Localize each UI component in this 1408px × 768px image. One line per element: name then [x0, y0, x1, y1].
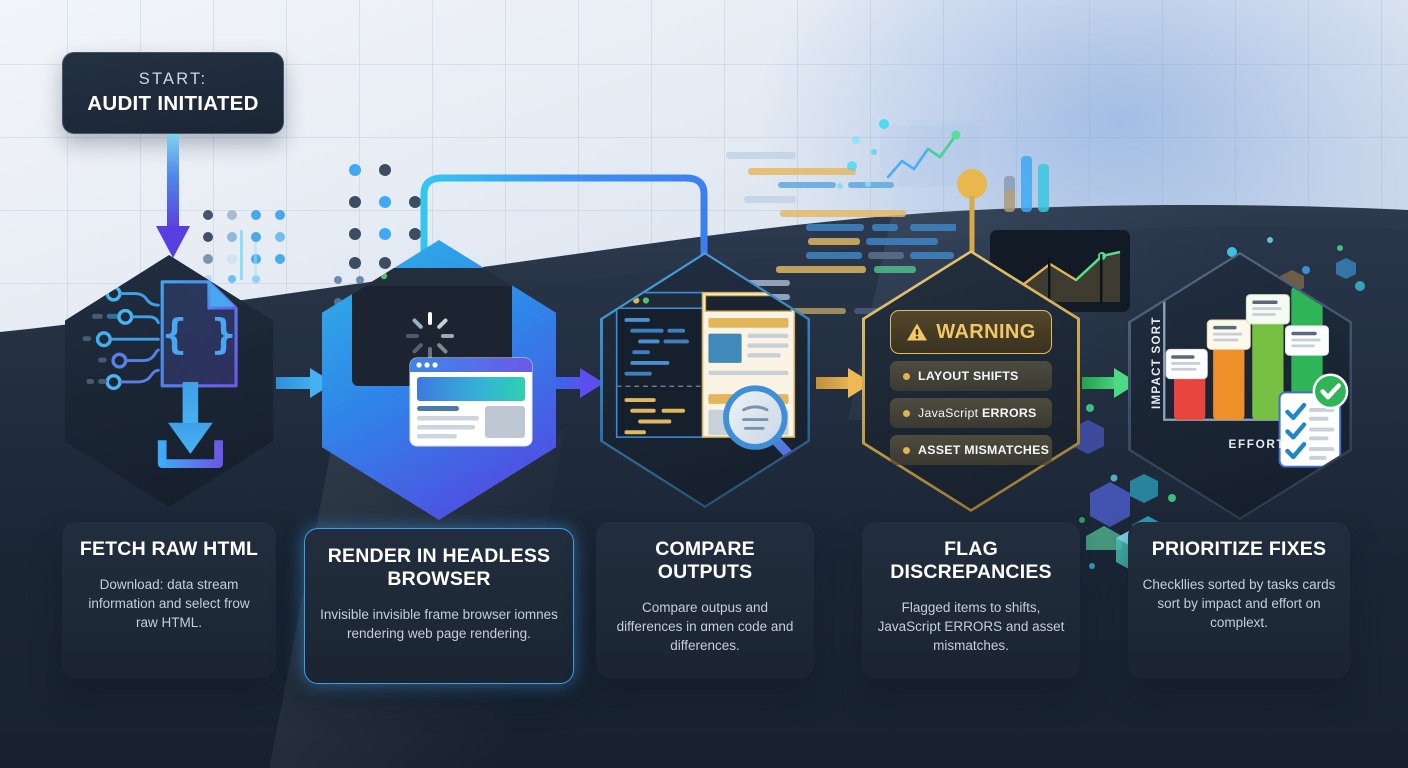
warning-item-asset-mismatches[interactable]: ASSET MISMATCHES	[890, 435, 1052, 465]
step-5-title: PRIORITIZE FIXES	[1151, 538, 1327, 560]
sparkle-cluster-icon	[837, 119, 889, 189]
step-1-description: Download: data stream information and se…	[88, 577, 250, 631]
headless-browser-loading-icon	[352, 268, 533, 447]
step-2-card[interactable]: RENDER IN HEADLESS BROWSER Invisible inv…	[304, 528, 574, 684]
impact-effort-bar-chart-icon	[1162, 286, 1348, 468]
step-3-description: Compare outpus and differences in ɑmen c…	[616, 600, 794, 654]
step-2-hexagon	[322, 240, 556, 520]
start-title-label: AUDIT INITIATED	[87, 92, 259, 115]
warning-item-layout-shifts[interactable]: LAYOUT SHIFTS	[890, 361, 1052, 391]
background-gold-pin-marker	[957, 169, 987, 288]
step-4-description: Flagged items to shifts, JavaScript ERRO…	[877, 600, 1065, 654]
process-bracket-path	[420, 174, 708, 284]
step-4-hexagon: WARNING LAYOUT SHIFTS JavaScript ERRORS …	[862, 250, 1080, 512]
code-document-download-icon: { }	[82, 280, 238, 468]
step-1-card[interactable]: FETCH RAW HTML Download: data stream inf…	[62, 522, 276, 678]
start-kicker-label: START:	[138, 70, 208, 88]
bullet-dot-icon	[903, 446, 910, 454]
step-4-title: FLAG DISCREPANCIES	[890, 538, 1052, 583]
step-1-hexagon: { }	[62, 252, 276, 510]
background-mini-bars	[1004, 156, 1049, 212]
impact-chart-y-axis-label: IMPACT SORT	[1150, 315, 1163, 409]
warning-item-label: JavaScript ERRORS	[918, 406, 1037, 420]
step-2-title: RENDER IN HEADLESS BROWSER	[327, 545, 551, 590]
dot-matrix-mid-icon	[349, 164, 421, 269]
arrow-step4-to-step5	[1082, 368, 1138, 398]
step-5-card[interactable]: PRIORITIZE FIXES Checkllies sorted by ta…	[1128, 522, 1350, 678]
step-3-title: COMPARE OUTPUTS	[655, 538, 755, 583]
step-5-description: Checkllies sorted by tasks cards sort by…	[1142, 577, 1336, 631]
vertical-light-streaks	[240, 230, 257, 280]
warning-header-label: WARNING	[936, 320, 1036, 343]
impact-chart-x-axis-label: EFFORT	[1228, 436, 1286, 451]
background-sparkline-card	[880, 125, 980, 187]
warning-item-label: LAYOUT SHIFTS	[918, 369, 1019, 383]
step-5-hexagon-face: IMPACT SORT EFFORT	[1130, 254, 1350, 518]
step-2-description: Invisible invisible frame browser iomnes…	[320, 607, 558, 642]
arrow-step2-to-step3	[546, 368, 604, 398]
warning-item-javascript-errors[interactable]: JavaScript ERRORS	[890, 398, 1052, 428]
step-3-hexagon	[600, 252, 810, 508]
start-badge: START: AUDIT INITIATED	[62, 52, 284, 134]
svg-text:{ }: { }	[162, 310, 236, 358]
step-1-hexagon-face: { }	[65, 255, 273, 507]
step-2-hexagon-face	[322, 240, 556, 520]
warning-panel: WARNING LAYOUT SHIFTS JavaScript ERRORS …	[890, 310, 1052, 465]
step-5-hexagon: IMPACT SORT EFFORT	[1128, 252, 1352, 520]
warning-item-label: ASSET MISMATCHES	[918, 443, 1050, 457]
split-diff-magnifier-icon	[615, 291, 803, 469]
arrow-step3-to-step4	[816, 368, 872, 398]
bullet-dot-icon	[903, 409, 910, 417]
warning-item-prefix: JavaScript	[918, 406, 983, 420]
warning-header: WARNING	[890, 310, 1052, 354]
step-3-card[interactable]: COMPARE OUTPUTS Compare outpus and diffe…	[596, 522, 814, 678]
bullet-dot-icon	[903, 372, 910, 380]
arrow-start-to-step1	[156, 134, 190, 258]
warning-item-emphasis: ERRORS	[982, 406, 1037, 420]
background-code-snippet-decor	[726, 152, 956, 314]
step-4-card[interactable]: FLAG DISCREPANCIES Flagged items to shif…	[862, 522, 1080, 678]
step-3-hexagon-face	[602, 254, 808, 506]
warning-triangle-icon	[907, 323, 928, 341]
step-1-title: FETCH RAW HTML	[79, 538, 259, 560]
